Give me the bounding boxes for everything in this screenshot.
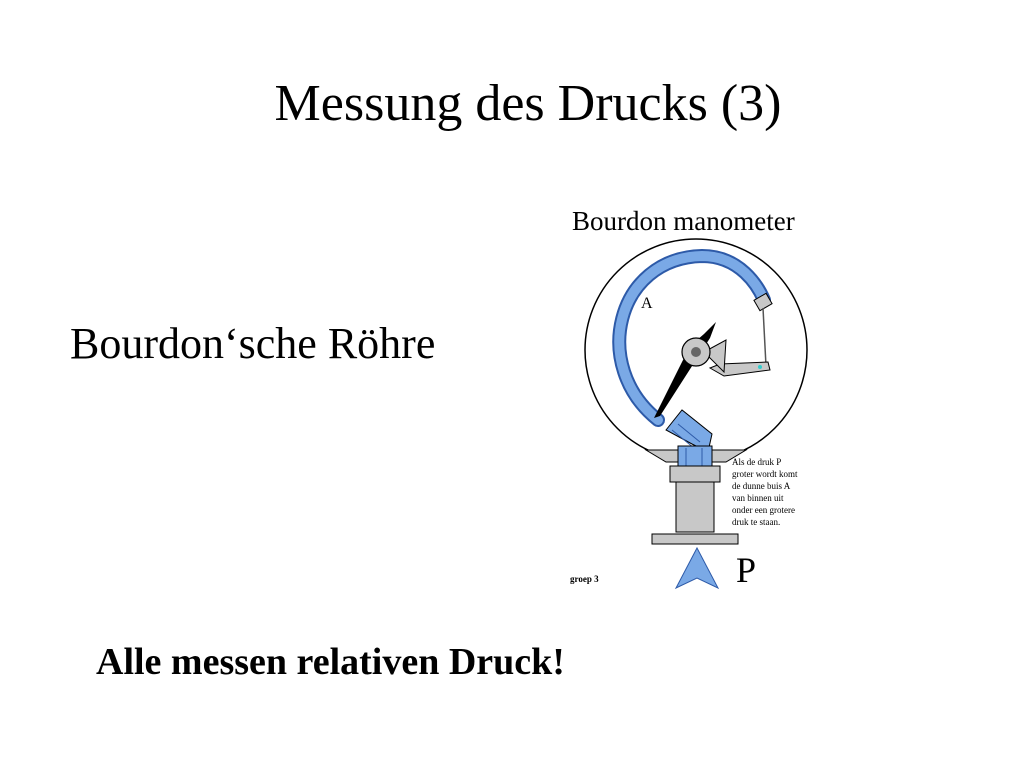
pressure-label-p: P: [736, 550, 756, 590]
fitting-body: [675, 481, 715, 533]
linkage-rod: [762, 307, 767, 367]
annotation-line-1: Als de druk P: [732, 457, 781, 467]
bourdon-tube: [614, 250, 769, 425]
subtitle-bourdon-tube: Bourdon‘sche Röhre: [70, 319, 436, 368]
tube-label-a: A: [641, 295, 653, 312]
bourdon-manometer-diagram: Bourdon manometer A: [560, 198, 830, 594]
diagram-credit: groep 3: [570, 574, 599, 584]
sector-pivot: [758, 365, 762, 369]
diagram-caption: Bourdon manometer: [572, 206, 795, 236]
annotation-line-6: druk te staan.: [732, 517, 780, 527]
fitting-nut: [669, 465, 721, 483]
annotation-line-5: onder een grotere: [732, 505, 795, 515]
tube-socket-elbow: [665, 409, 713, 453]
tube-socket-stem: [677, 445, 713, 467]
needle-hub-center: [691, 347, 701, 357]
gear-triangle: [703, 339, 727, 374]
tube-tip: [753, 292, 773, 312]
pressure-arrow: [674, 546, 720, 590]
annotation-line-2: groter wordt komt: [732, 469, 798, 479]
conclusion-note: Alle messen relativen Druck!: [96, 641, 565, 683]
slide-title: Messung des Drucks (3): [274, 75, 782, 132]
annotation-line-3: de dunne buis A: [732, 481, 791, 491]
annotation-line-4: van binnen uit: [732, 493, 784, 503]
fitting-base: [651, 533, 739, 545]
manometer-illustration: Bourdon manometer A: [570, 206, 808, 590]
